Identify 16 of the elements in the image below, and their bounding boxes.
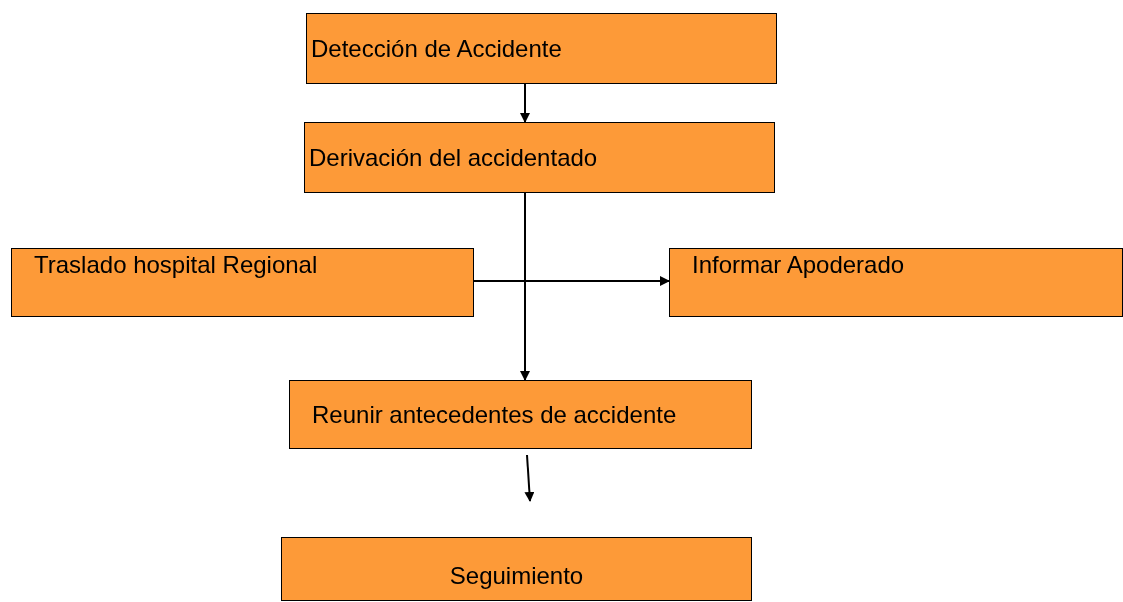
box-label: Seguimiento — [448, 564, 585, 588]
box-label: Traslado hospital Regional — [34, 253, 318, 277]
process-box — [11, 248, 474, 317]
arrow — [473, 276, 670, 286]
box-label: Derivación del accidentado — [309, 145, 598, 170]
process-box — [306, 13, 777, 84]
box-label: Informar Apoderado — [692, 253, 905, 277]
process-box — [669, 248, 1123, 317]
process-box — [281, 537, 752, 601]
process-box — [289, 380, 752, 449]
process-box — [304, 122, 775, 193]
arrow — [520, 83, 530, 123]
arrow — [524, 454, 535, 502]
arrow — [520, 192, 530, 381]
box-label: Reunir antecedentes de accidente — [312, 402, 677, 427]
box-label: Detección de Accidente — [311, 36, 562, 61]
